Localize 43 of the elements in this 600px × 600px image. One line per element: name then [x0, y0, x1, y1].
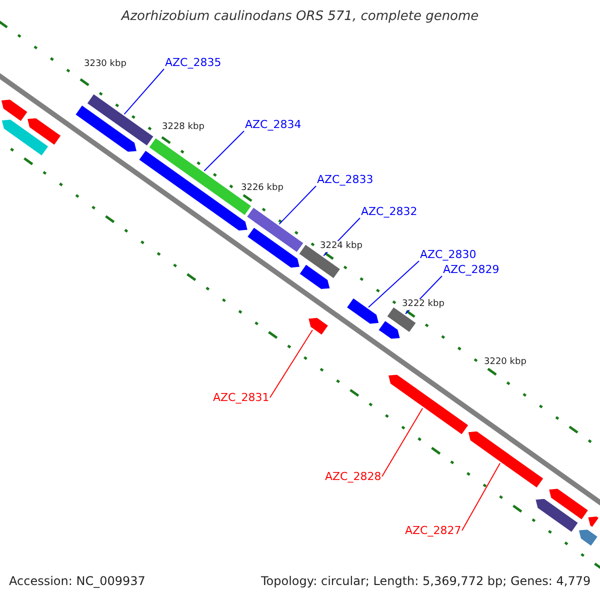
leader-line: [462, 462, 500, 531]
gene-label: AZC_2827: [405, 524, 462, 538]
gene-block: [386, 306, 418, 334]
gene-block: [0, 98, 29, 122]
gene-label: AZC_2831: [213, 391, 270, 404]
tick-label: 3224 kbp: [320, 241, 362, 252]
leader-line: [368, 260, 420, 308]
gene-block: [548, 488, 590, 521]
tick-label: 3230 kbp: [84, 59, 126, 70]
gene-label: AZC_2828: [325, 470, 382, 484]
tick-label: 3222 kbp: [402, 299, 444, 310]
gene-block: [246, 226, 301, 269]
genome-summary-text: Topology: circular; Length: 5,369,772 bp; Genes: 4,779: [261, 574, 591, 588]
leader-line: [382, 408, 424, 477]
leader-line: [124, 68, 164, 115]
gene-label: AZC_2835: [165, 56, 222, 70]
diagram-title: Azorhizobium caulinodans ORS 571, complete genome: [120, 9, 480, 25]
gene-label: AZC_2834: [245, 118, 302, 132]
gene-block: [246, 206, 305, 254]
accession-text: Accession: NC_009937: [9, 574, 146, 588]
gene-block: [377, 320, 402, 340]
tick-label: 3220 kbp: [484, 357, 526, 368]
gene-label: AZC_2829: [443, 263, 500, 276]
leader-line: [204, 130, 244, 172]
gene-block: [307, 316, 330, 336]
gene-block: [346, 297, 380, 325]
gene-block: [26, 117, 62, 146]
tick-label: 3228 kbp: [162, 122, 204, 133]
gene-block: [0, 118, 50, 157]
gene-block: [298, 243, 342, 280]
gene-block: [86, 92, 155, 147]
gene-label: AZC_2833: [317, 173, 374, 186]
leader-line: [270, 330, 313, 398]
gene-label: AZC_2830: [420, 248, 476, 262]
gene-block: [578, 528, 599, 548]
gene-block: [534, 498, 580, 534]
leader-line: [278, 186, 316, 225]
gene-block: [298, 263, 331, 290]
gene-block: [74, 104, 138, 153]
gene-block: [387, 374, 470, 436]
gene-block: [467, 430, 544, 489]
tick-label: 3226 kbp: [241, 183, 284, 194]
gene-label: AZC_2832: [361, 205, 418, 218]
